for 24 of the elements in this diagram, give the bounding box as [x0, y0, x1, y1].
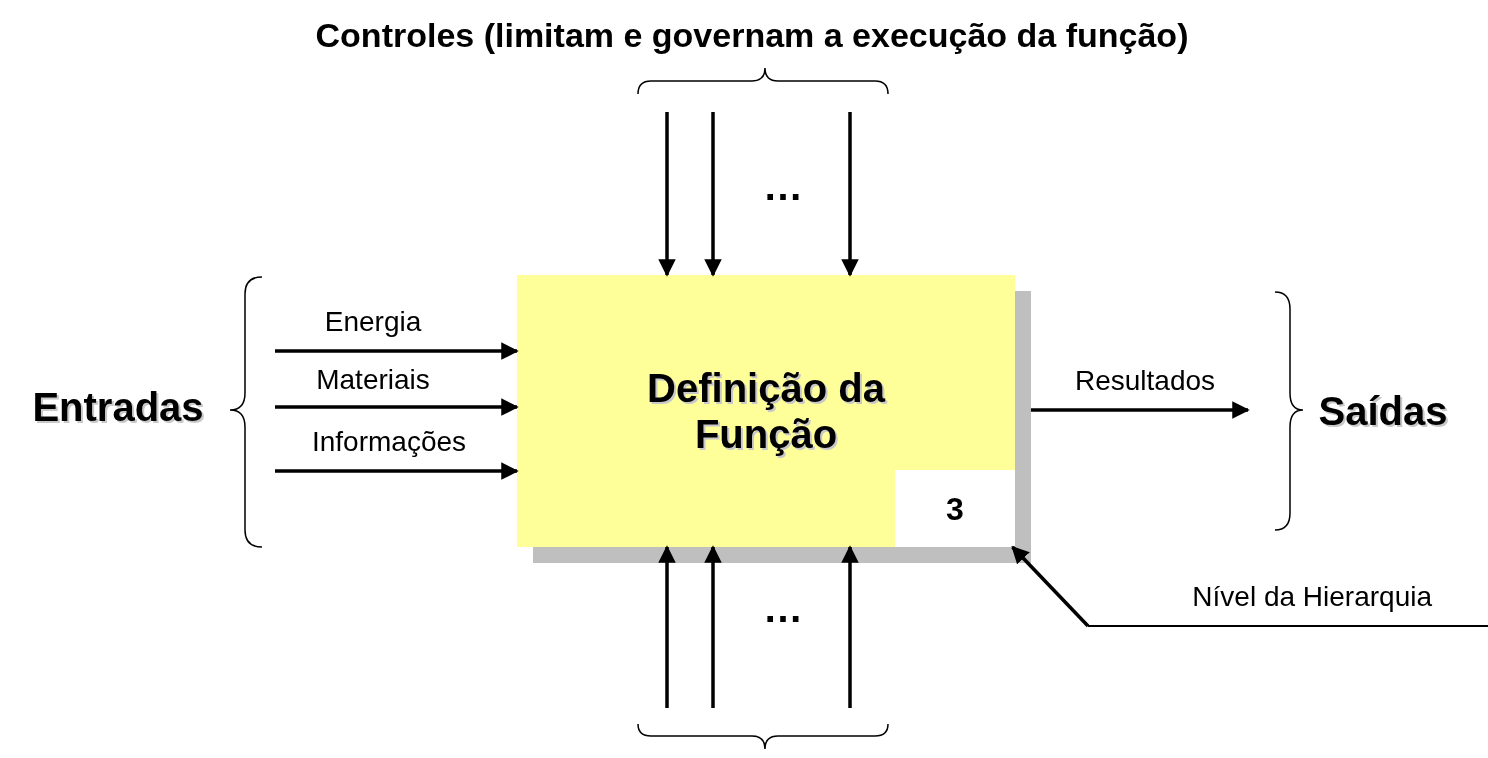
- arrow: [275, 342, 519, 360]
- arrow: [841, 545, 859, 708]
- edge-label: Materiais: [316, 364, 430, 396]
- arrow: [658, 112, 676, 277]
- group-heading: Entradas: [32, 384, 204, 430]
- arrow: [704, 112, 722, 277]
- edge-label: Informações: [311, 426, 467, 458]
- ellipsis: …: [763, 163, 803, 209]
- arrow: [704, 545, 722, 708]
- number-box: [895, 470, 1015, 547]
- function-title: Definição da Função: [646, 365, 887, 457]
- arrow: [275, 398, 519, 416]
- group-heading: Controles (limitam e governam a execução da função): [315, 15, 1189, 55]
- leader-line: [1011, 545, 1090, 628]
- ellipsis: …: [763, 585, 803, 631]
- arrow: [275, 462, 519, 480]
- group-heading: Saídas: [1318, 388, 1448, 434]
- hierarchy-number: 3: [946, 490, 964, 527]
- edge-label: Resultados: [1074, 365, 1216, 397]
- arrow: [841, 112, 859, 277]
- hierarchy-label: Nível da Hierarquia: [1192, 581, 1432, 614]
- arrow: [658, 545, 676, 708]
- edge-label: Energia: [324, 306, 422, 338]
- arrow: [1031, 401, 1250, 419]
